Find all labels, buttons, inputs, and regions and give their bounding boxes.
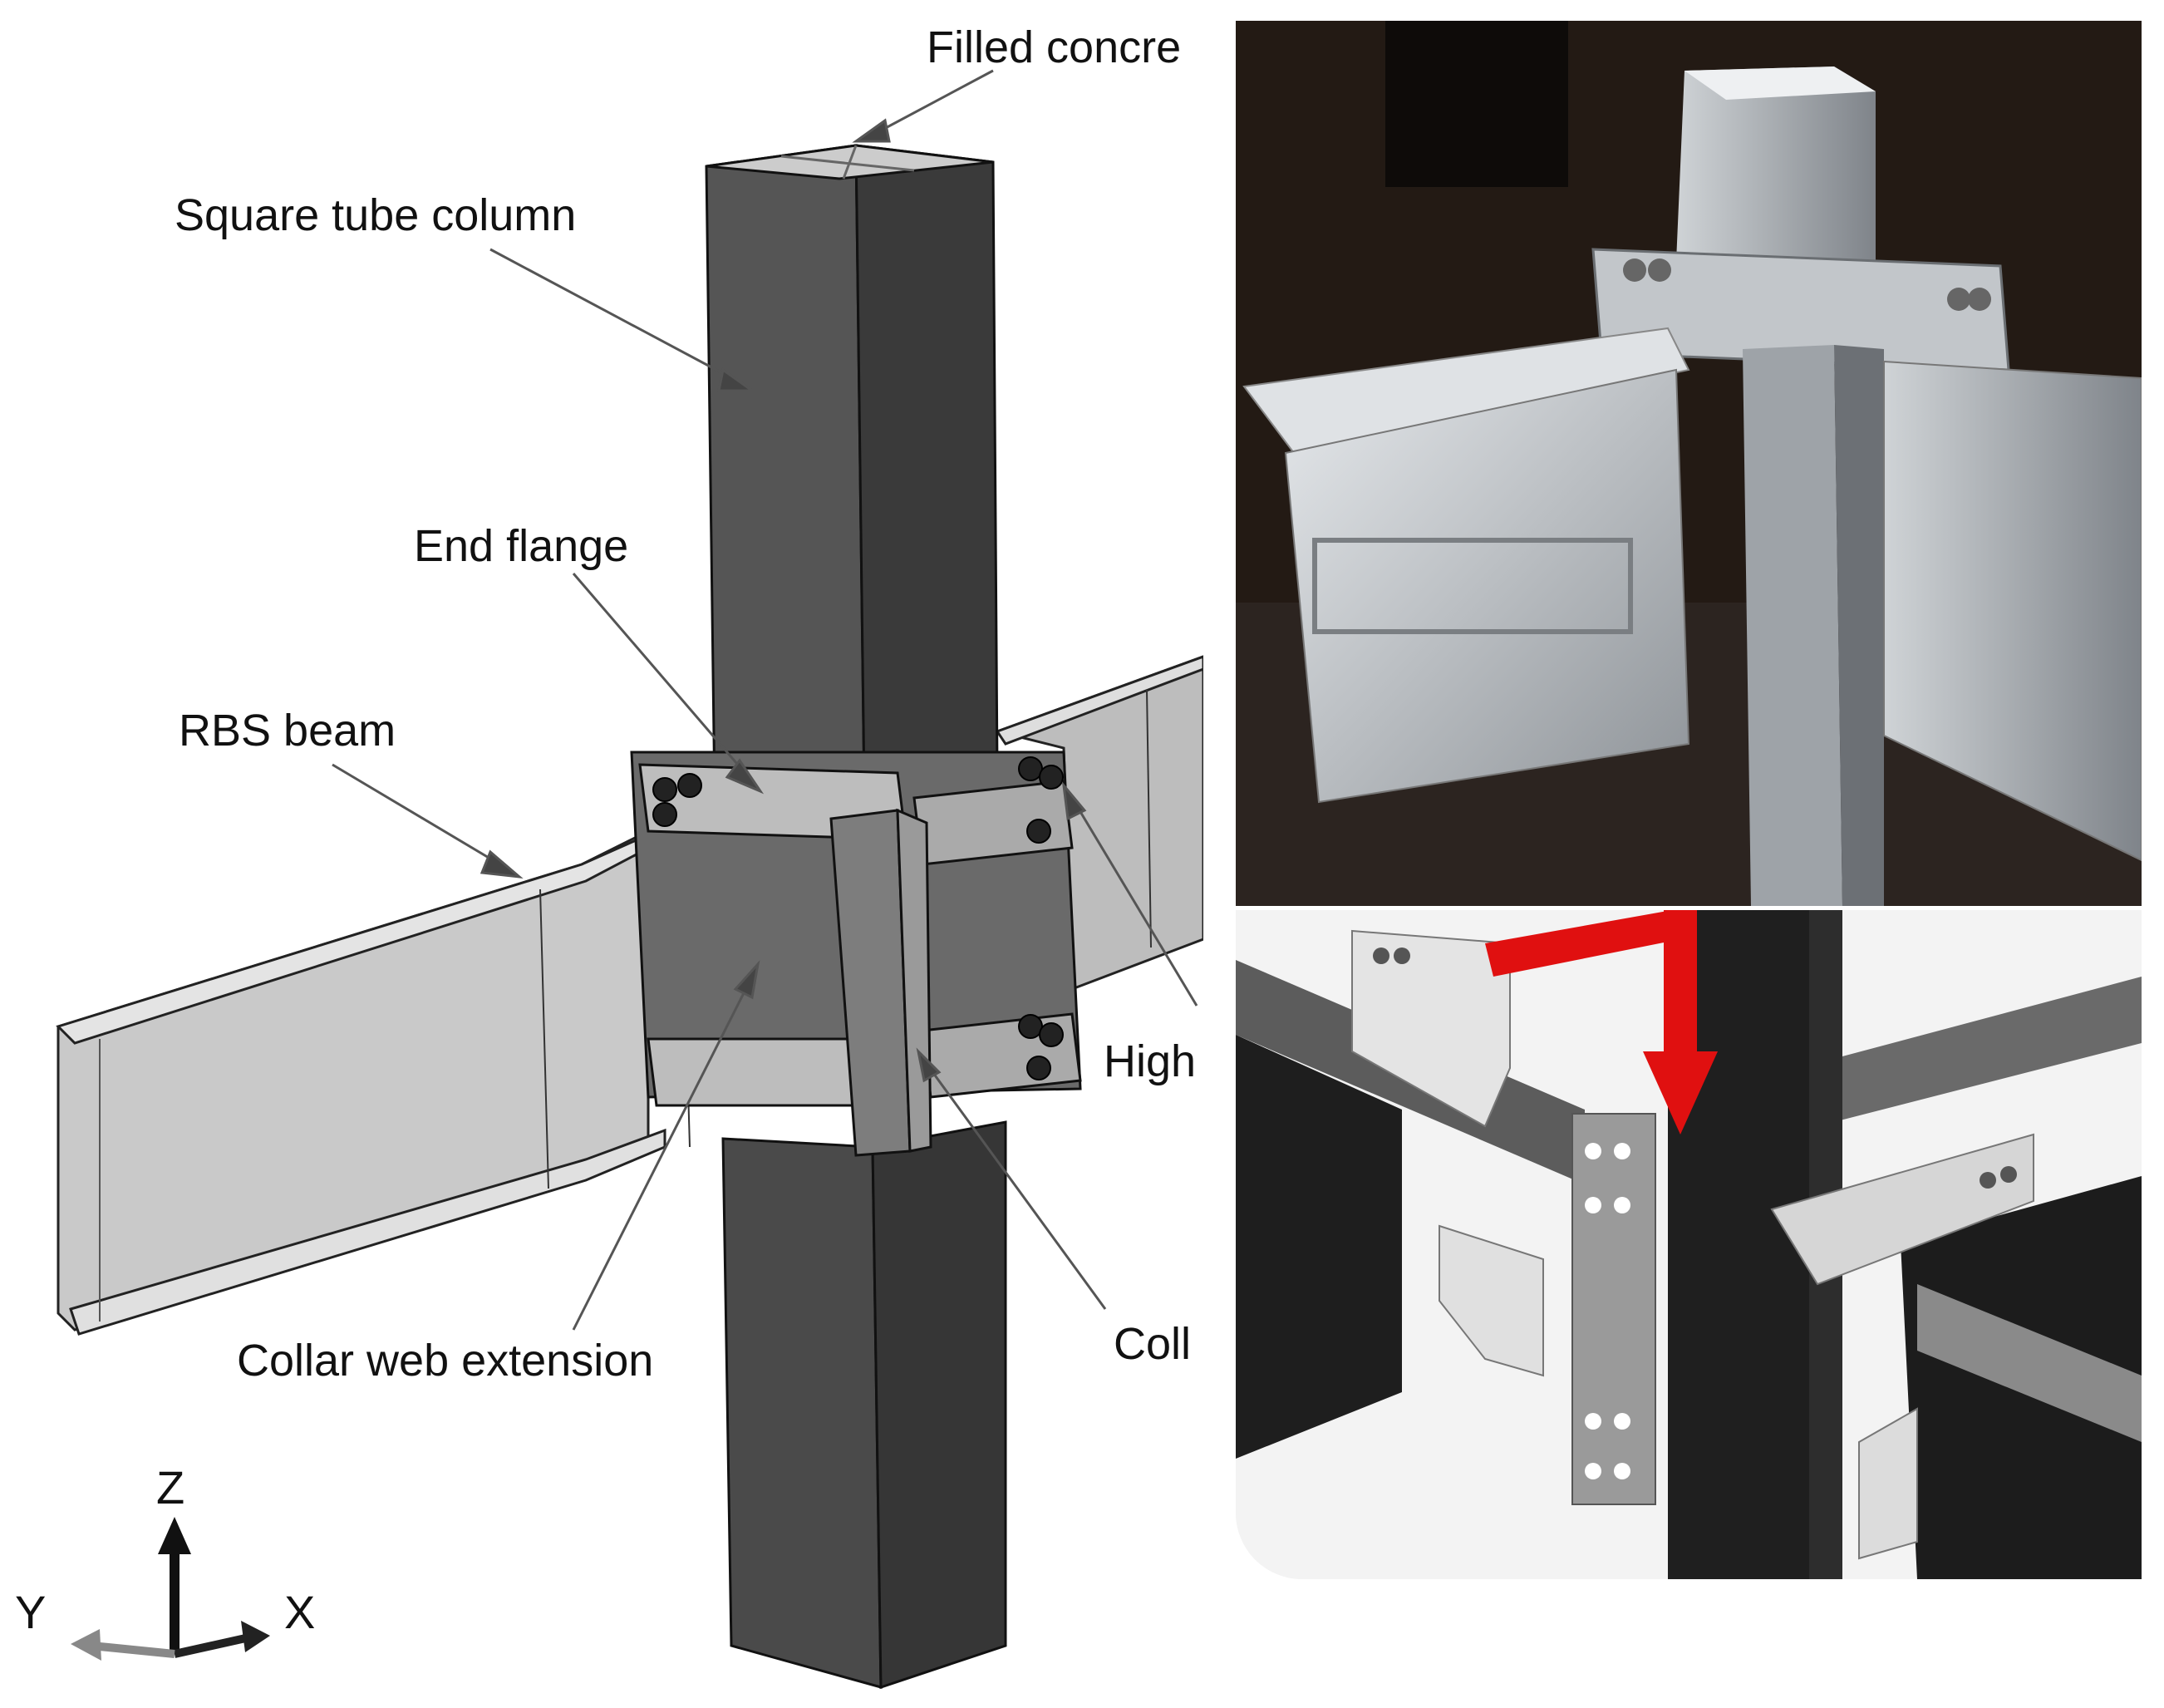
- axis-triad: [71, 1517, 270, 1661]
- label-collar-web-extension: Collar web extension: [237, 1336, 654, 1386]
- bolts: [652, 756, 1064, 1080]
- collar-assembly: [630, 751, 1082, 1157]
- axis-label-y: Y: [15, 1586, 47, 1638]
- label-high: High: [1104, 1036, 1197, 1086]
- label-filled-concrete: Filled concre: [927, 22, 1182, 72]
- label-rbs-beam: RBS beam: [179, 706, 396, 756]
- photo-drawing: [1236, 21, 2142, 906]
- fe-model-drawing: [56, 69, 1203, 1690]
- axis-label-z: Z: [156, 1461, 185, 1514]
- render-drawing: [1236, 910, 2142, 1579]
- label-coll: Coll: [1114, 1319, 1192, 1369]
- axis-label-x: X: [284, 1586, 316, 1638]
- physical-model-photo: [1236, 21, 2142, 906]
- rbs-beam-left: [56, 829, 691, 1336]
- label-end-flange: End flange: [414, 521, 629, 571]
- leader-lines: [332, 69, 1198, 1331]
- assembly-render: [1236, 910, 2142, 1579]
- fe-model-diagram: Filled concre Square tube column End fla…: [15, 22, 1203, 1690]
- beam-right: [992, 655, 1203, 992]
- square-tube-column: [705, 144, 1007, 1690]
- label-square-tube-column: Square tube column: [175, 190, 577, 240]
